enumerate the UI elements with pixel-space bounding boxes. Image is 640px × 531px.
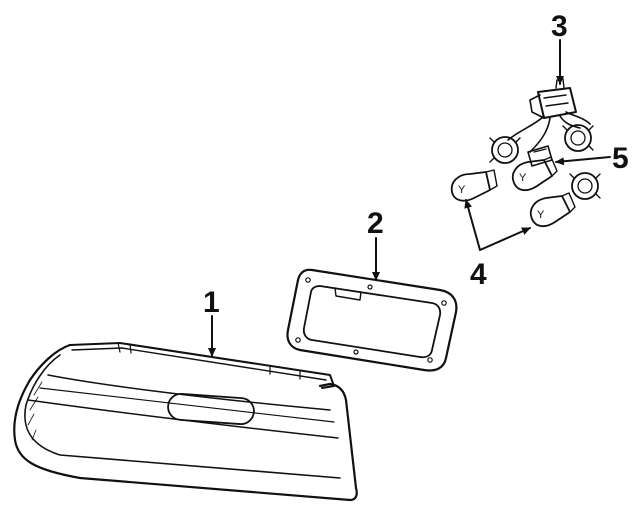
callout-1: 1 bbox=[203, 286, 220, 319]
bulb-mark: Y bbox=[458, 184, 466, 196]
callout-5: 5 bbox=[612, 142, 629, 175]
bulb-center: Y bbox=[511, 156, 558, 192]
bulb-mark: Y bbox=[537, 209, 545, 221]
bulb-socket-upper-right bbox=[562, 124, 594, 152]
bulb-socket-lower-right bbox=[569, 172, 601, 200]
lamp-gasket bbox=[286, 268, 458, 372]
callout-2: 2 bbox=[367, 207, 384, 240]
callout-4: 4 bbox=[470, 258, 487, 291]
bulb-mark: Y bbox=[519, 172, 527, 184]
callout-3: 3 bbox=[551, 10, 568, 43]
wiring-harness-connector bbox=[507, 78, 591, 153]
bulb-socket-upper-left bbox=[489, 136, 521, 164]
tail-lamp-lens bbox=[13, 342, 358, 502]
bulb-upper-left: Y bbox=[450, 169, 498, 202]
leader-lines bbox=[208, 39, 611, 357]
bulb-lower-right: Y bbox=[529, 192, 576, 228]
bulb-socket-center bbox=[527, 145, 553, 167]
